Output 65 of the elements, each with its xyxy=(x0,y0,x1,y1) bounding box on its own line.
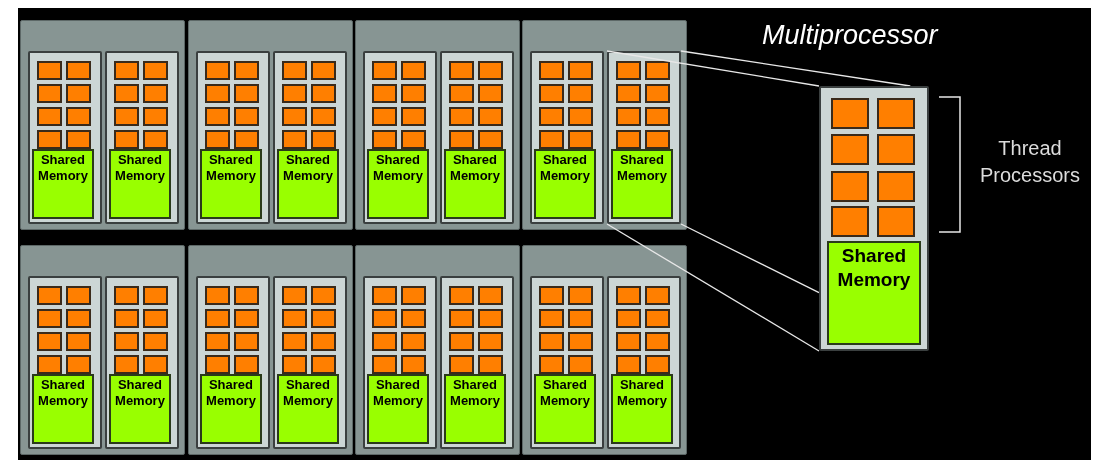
shared-memory-block xyxy=(277,374,339,444)
memory-label: Shared Memory xyxy=(114,377,166,410)
shared-memory-block xyxy=(827,241,921,345)
processor-cluster-panel xyxy=(20,20,185,230)
shared-memory-block xyxy=(367,374,429,444)
shared-memory-block xyxy=(200,149,262,219)
multiprocessor-box xyxy=(273,51,347,224)
memory-label: Shared Memory xyxy=(37,152,89,185)
multiprocessor-box xyxy=(196,276,270,449)
multiprocessor-box xyxy=(530,51,604,224)
memory-label: Shared Memory xyxy=(282,152,334,185)
memory-label: Shared Memory xyxy=(372,377,424,410)
shared-memory-block xyxy=(32,149,94,219)
memory-label: Shared Memory xyxy=(539,152,591,185)
memory-label: Shared Memory xyxy=(836,244,912,292)
shared-memory-block xyxy=(611,149,673,219)
processor-cluster-panel xyxy=(355,20,520,230)
processor-cluster-panel xyxy=(522,245,687,455)
memory-label: Shared Memory xyxy=(37,377,89,410)
shared-memory-block xyxy=(534,374,596,444)
memory-label: Shared Memory xyxy=(282,377,334,410)
processor-cluster-panel xyxy=(20,245,185,455)
memory-label: Shared Memory xyxy=(205,152,257,185)
memory-label: Shared Memory xyxy=(616,377,668,410)
memory-label: Shared Memory xyxy=(616,152,668,185)
projection-line xyxy=(606,223,820,352)
shared-memory-block xyxy=(109,374,171,444)
multiprocessor-box xyxy=(530,276,604,449)
shared-memory-block xyxy=(32,374,94,444)
memory-label: Shared Memory xyxy=(205,377,257,410)
processor-cluster-panel xyxy=(188,20,353,230)
processor-cluster-panel xyxy=(355,245,520,455)
memory-label: Shared Memory xyxy=(539,377,591,410)
multiprocessor-box xyxy=(440,276,514,449)
multiprocessor-box xyxy=(105,276,179,449)
multiprocessor-box xyxy=(363,51,437,224)
projection-line xyxy=(680,223,820,294)
multiprocessor-box xyxy=(363,276,437,449)
multiprocessor-box xyxy=(440,51,514,224)
shared-memory-block xyxy=(444,374,506,444)
multiprocessor-box xyxy=(819,86,929,351)
shared-memory-block xyxy=(277,149,339,219)
shared-memory-block xyxy=(367,149,429,219)
multiprocessor-box xyxy=(273,276,347,449)
memory-label: Shared Memory xyxy=(449,152,501,185)
multiprocessor-box xyxy=(105,51,179,224)
multiprocessor-box xyxy=(28,51,102,224)
multiprocessor-box xyxy=(607,51,681,224)
projection-line xyxy=(680,50,911,87)
shared-memory-block xyxy=(444,149,506,219)
memory-label: Shared Memory xyxy=(449,377,501,410)
projection-line xyxy=(606,50,820,87)
shared-memory-block xyxy=(200,374,262,444)
multiprocessor-box xyxy=(196,51,270,224)
shared-memory-block xyxy=(534,149,596,219)
multiprocessor-box xyxy=(28,276,102,449)
multiprocessor-box xyxy=(607,276,681,449)
bracket-label: Thread Processors xyxy=(979,136,1081,188)
processor-cluster-panel xyxy=(188,245,353,455)
shared-memory-block xyxy=(109,149,171,219)
processor-cluster-panel xyxy=(522,20,687,230)
shared-memory-block xyxy=(611,374,673,444)
memory-label: Shared Memory xyxy=(114,152,166,185)
diagram-title: Multiprocessor xyxy=(762,20,938,51)
memory-label: Shared Memory xyxy=(372,152,424,185)
